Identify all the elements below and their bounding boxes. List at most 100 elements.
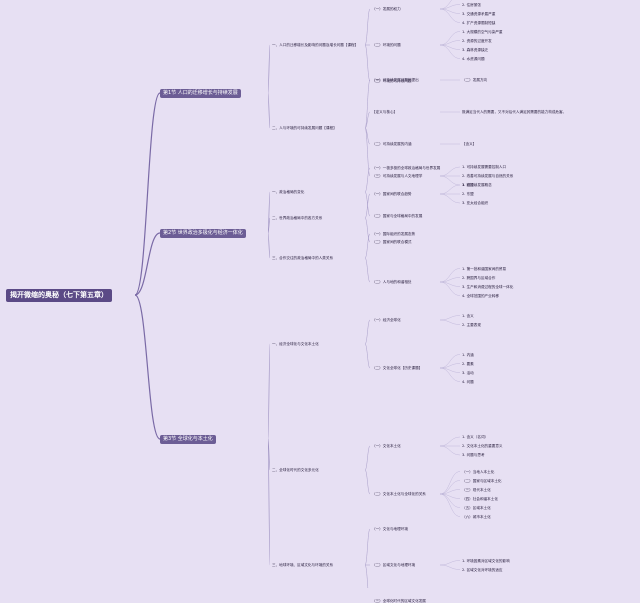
- subtopic-node-1-2-3[interactable]: （二）可持续发展的内涵: [372, 142, 412, 146]
- leaf-node-3-3-2-2[interactable]: 2. 区域文化对环境的适应: [462, 567, 503, 572]
- connector: [439, 8, 461, 23]
- connector: [364, 445, 371, 471]
- leaf-node-1-2-1-1[interactable]: （二）发展方向: [462, 78, 488, 82]
- subtopic-node-2-1-1[interactable]: （一）一极多极的全球政治格局与世界发展: [372, 166, 441, 170]
- connector: [267, 438, 271, 471]
- leaf-node-3-2-2-4[interactable]: （四）社会和谐本土化: [462, 496, 498, 501]
- connector: [267, 217, 271, 234]
- connector: [364, 167, 371, 193]
- leaf-node-3-2-2-2[interactable]: （二）国家与区域本土化: [462, 478, 502, 483]
- subtopic-node-1-1-1[interactable]: （一）发展的权力: [372, 7, 401, 11]
- connector: [439, 166, 461, 177]
- topic-node-3-1[interactable]: 一、经济全球化与文化本土化: [272, 342, 319, 346]
- subtopic-node-3-3-3[interactable]: （三）全球化时代的区域文化发展: [372, 599, 426, 603]
- leaf-node-3-1-2-1[interactable]: 1. 内涵: [462, 352, 474, 357]
- connector: [439, 363, 461, 369]
- connector: [439, 560, 461, 566]
- leaf-node-2-3-2-4[interactable]: 4. 全球范围的产业转移: [462, 293, 499, 298]
- connector: [439, 319, 461, 325]
- leaf-node-2-2-1-2[interactable]: 2. 东盟: [462, 192, 474, 196]
- leaf-node-1-1-2-3[interactable]: 3. 森林资源缺乏: [462, 47, 489, 52]
- subtopic-node-1-2-2[interactable]: 【定义与核心】: [372, 110, 398, 114]
- subtopic-node-3-3-1[interactable]: （一）文化与地理环境: [372, 527, 408, 531]
- topic-node-2-1[interactable]: 一、政治格局的变化: [272, 190, 305, 194]
- connector: [439, 315, 461, 321]
- leaf-node-3-2-1-3[interactable]: 3. 问题与思考: [462, 453, 485, 457]
- mindmap-canvas: 揭开微缩的奥秘（七下第五章） 第1节 人口的迁移增长与持续发展 一、人口的迁移增长…: [6, 0, 567, 603]
- subtopic-node-2-3-1[interactable]: （一）国际组织的发展态势: [372, 232, 416, 236]
- leaf-node-3-1-2-2[interactable]: 2. 要素: [462, 361, 474, 366]
- connector: [439, 31, 461, 46]
- section-node-2[interactable]: 第2节 世界政治多极化与经济一体化: [160, 229, 246, 238]
- leaf-node-2-3-2-3[interactable]: 3. 生产和消费过程的全球一体化: [462, 284, 514, 289]
- leaf-node-3-2-1-2[interactable]: 2. 文化本土化的重要意义: [462, 444, 503, 448]
- connector: [364, 111, 371, 129]
- subtopic-node-2-2-1[interactable]: （一）国家间的联合趋势: [372, 192, 412, 196]
- subtopic-node-1-1-3[interactable]: （三）环境的可持续问题: [372, 79, 412, 83]
- connector: [439, 445, 461, 456]
- leaf-node-3-2-1-1[interactable]: 1. 含义（名词）: [462, 435, 489, 439]
- leaf-node-3-1-1-1[interactable]: 1. 含义: [462, 313, 474, 318]
- connector: [439, 0, 452, 10]
- leaf-node-2-2-1-1[interactable]: 1. 欧盟: [462, 183, 474, 187]
- subtopic-node-1-2-4[interactable]: （三）可持续发展与人文地理学: [372, 174, 423, 178]
- connector: [364, 127, 371, 177]
- subtopic-node-1-1-2[interactable]: （二）环境的问题: [372, 43, 401, 47]
- leaf-node-3-2-2-1[interactable]: （一）当地人本土化: [462, 469, 495, 474]
- leaf-node-1-1-1-4[interactable]: 4. 扩产资源限制短缺: [462, 20, 496, 25]
- leaf-node-1-1-2-1[interactable]: 1. 大规模的空气污染严重: [462, 29, 503, 34]
- topic-node-1-1[interactable]: 一、人口的迁移增长及影响的问题及增长问题【课程】: [272, 43, 359, 47]
- leaf-node-1-2-4-2[interactable]: 2. 改善可持续发展与自然的关系: [462, 174, 514, 178]
- leaf-node-1-2-2-1[interactable]: 既满足当代人的需要，又不对后代人满足其需要的能力构成危害。: [462, 110, 567, 114]
- connector: [364, 528, 371, 566]
- leaf-node-3-2-2-3[interactable]: （三）现代本土化: [462, 487, 491, 492]
- leaf-node-3-2-2-5[interactable]: （五）区域本土化: [462, 505, 491, 510]
- connector: [364, 343, 371, 369]
- leaf-node-1-2-3-1[interactable]: 【含义】: [462, 142, 477, 146]
- leaf-node-2-3-2-2[interactable]: 2. 跨国界与区域合作: [462, 275, 496, 280]
- leaf-node-1-1-2-4[interactable]: 4. 水资源问题: [462, 56, 485, 61]
- connector: [267, 92, 271, 129]
- topic-node-3-3[interactable]: 三、地球环境、区域文化与环境的关系: [272, 563, 334, 567]
- connector: [364, 127, 371, 145]
- leaf-node-3-3-2-1[interactable]: 1. 环境因素对区域文化的影响: [462, 558, 510, 563]
- connector: [267, 343, 271, 440]
- root-node[interactable]: 揭开微缩的奥秘（七下第五章）: [6, 289, 112, 302]
- connector: [267, 44, 271, 94]
- connector-lines: [134, 0, 461, 588]
- leaf-node-3-2-2-6[interactable]: （六）城市本土化: [462, 514, 491, 519]
- connector: [439, 268, 461, 283]
- subtopic-node-2-1-2[interactable]: （二）国家与全球格局中的发展: [372, 214, 423, 218]
- subtopic-node-2-3-2[interactable]: （二）人与地的和谐相处: [372, 280, 412, 284]
- section-node-1[interactable]: 第1节 人口的迁移增长与持续发展: [160, 89, 241, 98]
- leaf-node-2-2-1-3[interactable]: 3. 亚太经合组织: [462, 201, 489, 205]
- leaf-node-3-1-1-2[interactable]: 2. 主要表现: [462, 322, 481, 327]
- connector: [364, 193, 371, 219]
- leaf-node-1-2-4-1[interactable]: 1. 可持续发展需要控制人口: [462, 165, 507, 169]
- leaf-node-1-1-2-2[interactable]: 2. 资源的过度开发: [462, 38, 492, 43]
- subtopic-node-3-2-2[interactable]: （二）文化本土化与全球化的关系: [372, 492, 426, 496]
- connector: [439, 367, 461, 382]
- leaf-node-2-3-2-1[interactable]: 1. 第一批和谐国家间的贸易: [462, 266, 507, 271]
- leaf-node-1-2-4-3[interactable]: 3. 可持续发展概念: [462, 183, 492, 187]
- topic-node-1-2[interactable]: 二、人与环境的可持续发展问题【课程】: [272, 126, 337, 130]
- subtopic-node-3-1-2[interactable]: （二）文化全球化【历史课题】: [372, 366, 423, 370]
- leaf-node-3-1-2-4[interactable]: 4. 问题: [462, 379, 474, 384]
- connector: [439, 277, 461, 283]
- subtopic-node-3-2-1[interactable]: （一）文化本土化: [372, 444, 401, 448]
- topic-node-3-2[interactable]: 二、全球化时代的文化多元化: [272, 468, 319, 472]
- connector: [364, 233, 371, 259]
- connector: [364, 469, 371, 495]
- connector: [439, 40, 461, 46]
- leaf-node-1-1-1-3[interactable]: 3. 交通资源矛盾严重: [462, 11, 496, 16]
- subtopic-node-3-3-2[interactable]: （二）区域文化与地理环境: [372, 563, 416, 567]
- leaf-node-3-1-2-3[interactable]: 3. 活动: [462, 370, 474, 375]
- section-node-3[interactable]: 第3节 全球化与本土化: [160, 435, 216, 444]
- topic-node-2-3[interactable]: 三、合作交往的政治格局中的人类关系: [272, 256, 334, 260]
- subtopic-node-2-2-2[interactable]: （二）国家间的联合模式: [372, 240, 412, 244]
- topic-node-2-2[interactable]: 二、世界政治格局中的各方关系: [272, 216, 323, 220]
- leaf-node-1-1-1-2[interactable]: 2. 住房紧张: [462, 2, 481, 7]
- subtopic-node-3-1-1[interactable]: （一）经济全球化: [372, 318, 401, 322]
- connector: [134, 294, 161, 440]
- subtopic-node-1-2-1[interactable]: （一）可持续发展问题的提出: [372, 78, 419, 82]
